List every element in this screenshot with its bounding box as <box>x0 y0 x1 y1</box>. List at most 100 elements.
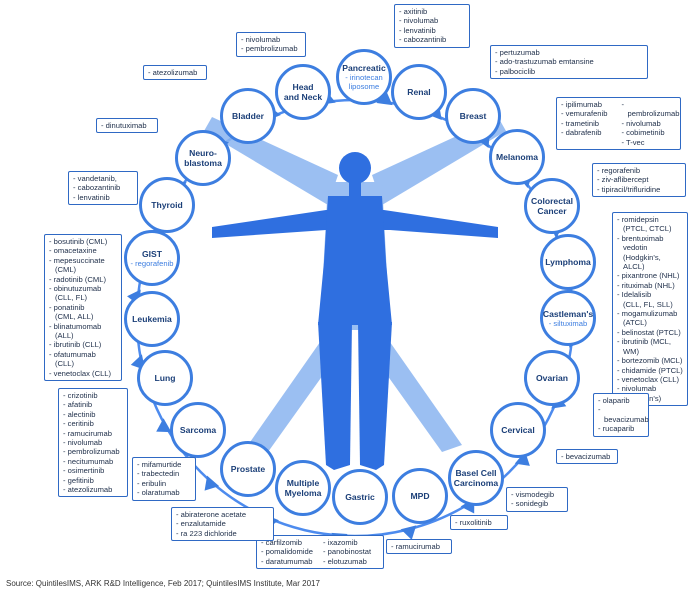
node-sublabel: - irinotecan liposome <box>345 73 383 91</box>
node-sublabel: - regorafenib <box>130 258 174 268</box>
drug-item: nivolumab <box>399 16 465 25</box>
ring-arrow <box>400 525 417 540</box>
drug-list: nivolumabpembrolizumab <box>241 35 301 54</box>
drug-list: abiraterone acetateenzalutamidera 223 di… <box>176 510 269 538</box>
drug-item: ruxolitinib <box>455 518 503 527</box>
drug-item: ramucirumab <box>391 542 447 551</box>
drug-item: enzalutamide <box>176 519 269 528</box>
drug-item: tipiracil/trifluridine <box>597 185 681 194</box>
node-breast: Breast <box>445 88 501 144</box>
drug-box-ovarian: olaparibbevacizumabrucaparib <box>593 393 649 437</box>
drug-list: mifamurtidetrabectedineribulinolaratumab <box>137 460 191 498</box>
drug-item: nivolumab <box>622 119 677 128</box>
drug-item: blinatumomab (ALL) <box>49 322 117 341</box>
drug-item: axitinib <box>399 7 465 16</box>
drug-box-cervical: bevacizumab <box>556 449 618 465</box>
drug-item: ceritinib <box>63 419 123 428</box>
drug-item: vandetanib, <box>73 174 133 183</box>
drug-item: nivolumab <box>241 35 301 44</box>
drug-item: palbociclib <box>495 67 643 76</box>
drug-box-bladder: atezolizumab <box>143 65 207 81</box>
drug-item: ponatinib (CML, ALL) <box>49 303 117 322</box>
drug-item: belinostat (PTCL) <box>617 328 683 337</box>
drug-item: atezolizumab <box>63 485 123 494</box>
drug-item: elotuzumab <box>323 557 379 566</box>
node-label: Melanoma <box>495 152 539 162</box>
figure-head <box>339 152 371 184</box>
drug-item: romidepsin (PTCL, CTCL) <box>617 215 683 234</box>
drug-box-prostate: abiraterone acetateenzalutamidera 223 di… <box>171 507 274 542</box>
node-label: Multiple Myeloma <box>284 478 322 498</box>
figure-leg-right <box>358 322 392 470</box>
node-sublabel: - siltuximab <box>548 318 588 328</box>
node-label: Renal <box>407 87 431 97</box>
drug-list: dinutuximab <box>101 121 153 130</box>
drug-list: ruxolitinib <box>455 518 503 527</box>
drug-box-leukemia: bosutinib (CML)omacetaxinemepesuccinate … <box>44 234 122 382</box>
drug-item: necitumumab <box>63 457 123 466</box>
node-melanoma: Melanoma <box>489 129 545 185</box>
node-label: Lymphoma <box>545 257 591 267</box>
drug-item: trametinib <box>561 119 616 128</box>
node-label: Gastric <box>345 492 375 502</box>
node-label: Thyroid <box>151 200 183 210</box>
drug-item: lenvatinib <box>399 26 465 35</box>
node-gastric: Gastric <box>332 469 388 525</box>
drug-item: abiraterone acetate <box>176 510 269 519</box>
drug-list: carfilzomibpomalidomidedaratumumabixazom… <box>261 538 379 566</box>
drug-item: regorafenib <box>597 166 681 175</box>
drug-item: ibrutinib (CLL) <box>49 340 117 349</box>
drug-list: ipilimumabvemurafenibtrametinibdabrafeni… <box>561 100 680 147</box>
node-castleman: Castleman's- siltuximab <box>540 290 596 346</box>
drug-list: regorafenibziv-aflibercepttipiracil/trif… <box>597 166 681 194</box>
drug-item: ibrutinib (MCL, WM) <box>617 337 683 356</box>
node-label: GIST <box>141 248 163 259</box>
drug-item: vemurafenib <box>561 109 616 118</box>
drug-list: romidepsin (PTCL, CTCL)brentuximab vedot… <box>617 215 683 403</box>
node-basal: Basel Cell Carcinoma <box>448 450 504 506</box>
drug-item: dabrafenib <box>561 128 616 137</box>
node-sarcoma: Sarcoma <box>170 402 226 458</box>
drug-item: dinutuximab <box>101 121 153 130</box>
drug-item: pembrolizumab <box>241 44 301 53</box>
drug-item: crizotinib <box>63 391 123 400</box>
node-ovarian: Ovarian <box>524 350 580 406</box>
drug-list: olaparibbevacizumabrucaparib <box>598 396 649 434</box>
drug-item: rituximab (NHL) <box>617 281 683 290</box>
drug-item: rucaparib <box>598 424 644 433</box>
node-label: Neuro- blastoma <box>184 148 222 168</box>
drug-item: bevacizumab <box>598 405 649 424</box>
node-label: Head and Neck <box>283 82 323 102</box>
drug-box-breast: pertuzumabado-trastuzumab emtansinepalbo… <box>490 45 648 80</box>
drug-box-renal: axitinibnivolumablenvatinibcabozantinib <box>394 4 470 48</box>
drug-item: pixantrone (NHL) <box>617 271 683 280</box>
drug-item: cabozantinib <box>73 183 133 192</box>
drug-item: ado-trastuzumab emtansine <box>495 57 643 66</box>
figure-torso <box>318 196 392 325</box>
drug-item: mifamurtide <box>137 460 191 469</box>
node-label: Ovarian <box>535 373 568 383</box>
drug-item: mogamulizumab (ATCL) <box>617 309 683 328</box>
drug-item: lenvatinib <box>73 193 133 202</box>
drug-item: osimertinib <box>63 466 123 475</box>
drug-item: pomalidomide <box>261 547 317 556</box>
drug-item: cabozantinib <box>399 35 465 44</box>
drug-box-lymphoma: romidepsin (PTCL, CTCL)brentuximab vedot… <box>612 212 688 407</box>
drug-item: pertuzumab <box>495 48 643 57</box>
drug-box-neuro: dinutuximab <box>96 118 158 134</box>
drug-item: venetoclax (CLL) <box>617 375 683 384</box>
drug-item: trabectedin <box>137 469 191 478</box>
drug-item: vismodegib <box>511 490 563 499</box>
node-neuro: Neuro- blastoma <box>175 130 231 186</box>
node-label: Sarcoma <box>179 425 217 435</box>
drug-item: Idelalisib (CLL, FL, SLL) <box>617 290 683 309</box>
drug-item: T-vec <box>622 138 677 147</box>
node-label: Cervical <box>501 425 535 435</box>
drug-item: ipilimumab <box>561 100 616 109</box>
drug-item: bevacizumab <box>561 452 613 461</box>
node-label: Prostate <box>230 464 266 474</box>
node-prostate: Prostate <box>220 441 276 497</box>
drug-list: crizotinibafatinibalectinibceritinibramu… <box>63 391 123 494</box>
drug-list: vandetanib,cabozantiniblenvatinib <box>73 174 133 202</box>
drug-box-gastric: ramucirumab <box>386 539 452 555</box>
